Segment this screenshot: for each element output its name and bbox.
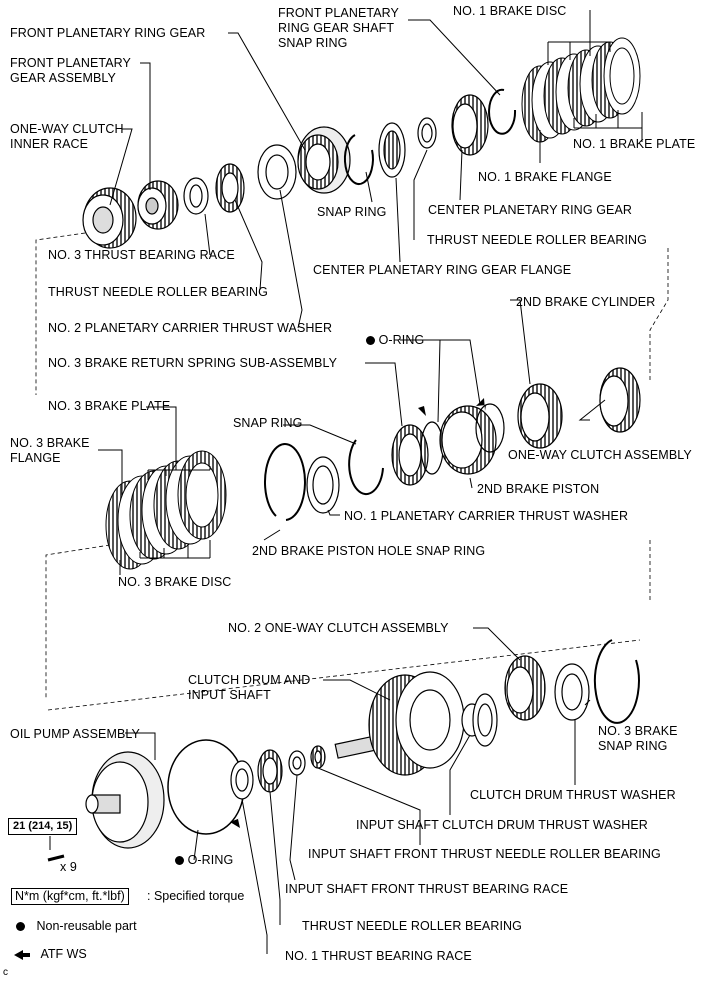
label-o-ring-bottom: O-RING <box>175 853 233 868</box>
thrust-needle-roller-bearing-part-top <box>215 163 245 213</box>
label-no1-brake-plate: NO. 1 BRAKE PLATE <box>573 137 696 151</box>
label-center-planetary-ring-gear: CENTER PLANETARY RING GEAR <box>428 203 633 217</box>
legend-non-reusable: Non-reusable part <box>16 919 137 934</box>
legend-non-reusable-text: Non-reusable part <box>36 919 137 933</box>
label-no3-brake-return-spring: NO. 3 BRAKE RETURN SPRING SUB-ASSEMBLY <box>48 356 338 370</box>
front-planetary-gear-assembly-part <box>137 180 179 230</box>
label-no3-brake-plate: NO. 3 BRAKE PLATE <box>48 399 171 413</box>
one-way-clutch-assembly-part <box>599 367 641 433</box>
legend-torque-units: N*m (kgf*cm, ft.*lbf) <box>11 888 129 905</box>
second-brake-piston-hole-snap-ring-part <box>263 443 306 521</box>
label-one-way-clutch-assembly: ONE-WAY CLUTCH ASSEMBLY <box>508 448 692 462</box>
label-front-planetary-ring-gear: FRONT PLANETARY RING GEAR <box>10 26 206 40</box>
torque-callout: 21 (214, 15) <box>8 818 78 835</box>
label-o-ring-top: O-RING <box>366 333 424 348</box>
label-no3-brake-flange: NO. 3 BRAKE FLANGE <box>10 436 90 465</box>
label-2nd-brake-piston: 2ND BRAKE PISTON <box>477 482 600 496</box>
non-reusable-dot-icon <box>366 336 375 346</box>
label-no3-brake-snap-ring: NO. 3 BRAKE SNAP RING <box>598 724 678 753</box>
atf-arrow-icon <box>14 949 30 960</box>
assembly-guide-lines <box>35 231 669 711</box>
snap-ring-part-top <box>343 134 374 185</box>
input-shaft-front-thrust-needle-roller-bearing-part <box>310 745 326 769</box>
label-center-planetary-ring-gear-flange: CENTER PLANETARY RING GEAR FLANGE <box>313 263 572 277</box>
label-front-planetary-gear-assembly: FRONT PLANETARY GEAR ASSEMBLY <box>10 56 131 85</box>
no2-planetary-carrier-thrust-washer-part <box>257 144 297 200</box>
center-planetary-ring-gear-part <box>451 94 489 156</box>
label-no1-planetary-carrier-thrust-washer: NO. 1 PLANETARY CARRIER THRUST WASHER <box>344 509 629 523</box>
non-reusable-dot-icon <box>16 922 25 932</box>
label-no1-thrust-bearing-race: NO. 1 THRUST BEARING RACE <box>285 949 472 963</box>
label-thrust-needle-roller-bearing-bottom: THRUST NEEDLE ROLLER BEARING <box>302 919 522 933</box>
no2-one-way-clutch-assembly-part <box>504 655 546 721</box>
center-planetary-ring-gear-flange-part <box>378 122 406 178</box>
label-input-shaft-front-thrust-needle-roller-bearing: INPUT SHAFT FRONT THRUST NEEDLE ROLLER B… <box>308 847 661 861</box>
o-ring-part-outer <box>475 403 505 453</box>
atf-arrows-mid <box>418 398 486 416</box>
no1-planetary-carrier-thrust-washer-part <box>306 456 340 514</box>
label-no2-planetary-carrier-thrust-washer: NO. 2 PLANETARY CARRIER THRUST WASHER <box>48 321 333 335</box>
label-snap-ring-mid: SNAP RING <box>233 416 303 430</box>
label-thrust-needle-roller-bearing-top: THRUST NEEDLE ROLLER BEARING <box>427 233 647 247</box>
clutch-drum-thrust-washer-part-a <box>472 693 498 747</box>
label-oil-pump-assembly: OIL PUMP ASSEMBLY <box>10 727 140 741</box>
thrust-needle-roller-bearing-part-bottom <box>257 749 283 793</box>
label-no3-thrust-bearing-race: NO. 3 THRUST BEARING RACE <box>48 248 235 262</box>
label-2nd-brake-piston-hole-snap-ring: 2ND BRAKE PISTON HOLE SNAP RING <box>252 544 486 558</box>
o-ring-bottom-text: O-RING <box>187 853 234 867</box>
label-no1-brake-flange: NO. 1 BRAKE FLANGE <box>478 170 612 184</box>
label-input-shaft-clutch-drum-thrust-washer: INPUT SHAFT CLUTCH DRUM THRUST WASHER <box>356 818 648 832</box>
front-planetary-ring-gear-shaft-snap-ring-part <box>488 88 517 135</box>
label-snap-ring-top: SNAP RING <box>317 205 387 219</box>
no3-thrust-bearing-race-part <box>183 177 209 215</box>
label-no2-one-way-clutch-assembly: NO. 2 ONE-WAY CLUTCH ASSEMBLY <box>228 621 449 635</box>
bolt-count: x 9 <box>60 860 77 874</box>
no1-thrust-bearing-race-part <box>230 760 254 800</box>
second-brake-piston-part <box>439 405 497 475</box>
no3-brake-disc-plate-stack-part <box>105 450 227 570</box>
label-no3-brake-disc: NO. 3 BRAKE DISC <box>118 575 232 589</box>
clutch-drum-input-shaft-part <box>334 671 465 776</box>
label-clutch-drum-and-input-shaft: CLUTCH DRUM AND INPUT SHAFT <box>188 673 311 702</box>
thrust-needle-roller-bearing-part-center <box>417 117 437 149</box>
label-one-way-clutch-inner-race: ONE-WAY CLUTCH INNER RACE <box>10 122 124 151</box>
atf-arrow-bottom <box>230 817 243 828</box>
one-way-clutch-inner-race-part <box>82 187 137 249</box>
label-front-planetary-ring-gear-shaft-snap-ring: FRONT PLANETARY RING GEAR SHAFT SNAP RIN… <box>278 6 399 50</box>
no3-brake-snap-ring-part <box>593 639 640 724</box>
label-thrust-needle-roller-bearing-mid: THRUST NEEDLE ROLLER BEARING <box>48 285 268 299</box>
front-planetary-ring-gear-part <box>297 126 351 194</box>
clutch-drum-thrust-washer-part <box>554 663 590 721</box>
legend-atf: ATF WS <box>14 947 87 962</box>
o-ring-top-text: O-RING <box>378 333 425 347</box>
corner-mark: c <box>3 967 8 978</box>
label-2nd-brake-cylinder: 2ND BRAKE CYLINDER <box>516 295 656 309</box>
label-input-shaft-front-thrust-bearing-race: INPUT SHAFT FRONT THRUST BEARING RACE <box>285 882 569 896</box>
label-clutch-drum-thrust-washer: CLUTCH DRUM THRUST WASHER <box>470 788 676 802</box>
no3-brake-return-spring-part <box>391 424 429 486</box>
snap-ring-part-mid <box>348 439 384 495</box>
oil-pump-assembly-part <box>47 751 165 862</box>
non-reusable-dot-icon <box>175 856 184 866</box>
leader-lines <box>49 10 643 954</box>
legend-atf-text: ATF WS <box>40 947 87 961</box>
input-shaft-front-thrust-bearing-race-part <box>288 750 306 776</box>
no1-brake-disc-plate-stack-part <box>521 37 641 143</box>
second-brake-cylinder-part <box>517 383 563 449</box>
label-no1-brake-disc: NO. 1 BRAKE DISC <box>453 4 567 18</box>
legend-torque-desc: : Specified torque <box>147 889 245 903</box>
